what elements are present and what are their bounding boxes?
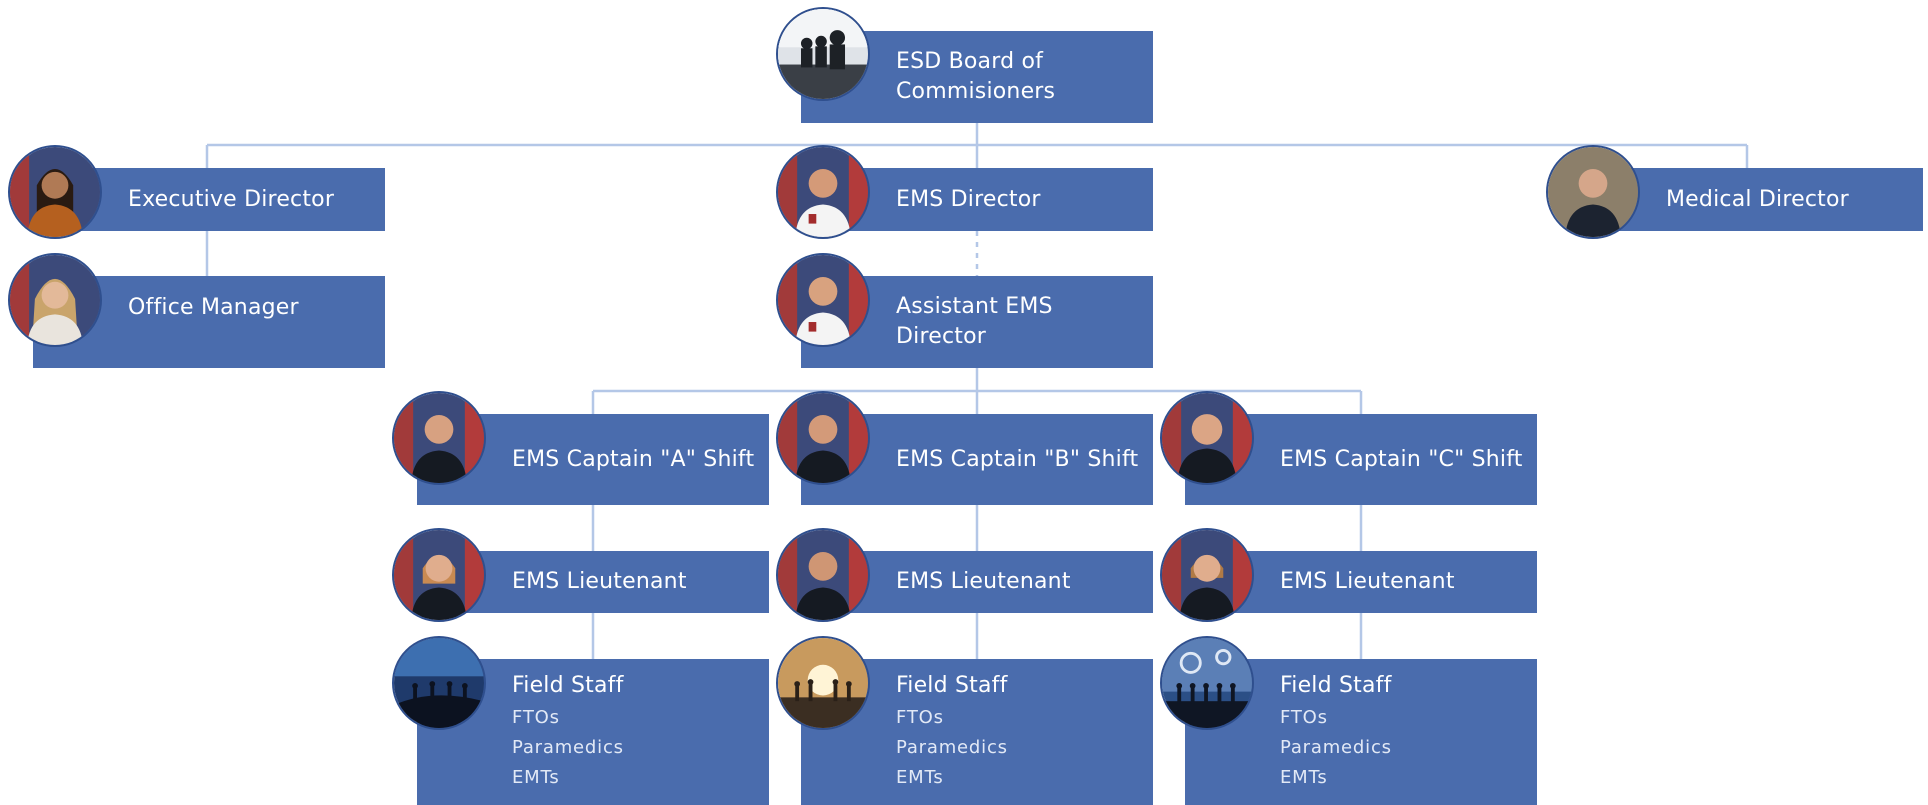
field-staff-a-photo <box>392 636 486 730</box>
field-staff-a-title: Field Staff <box>512 673 624 698</box>
medical-director-photo <box>1546 145 1640 239</box>
field-staff-c-title: Field Staff <box>1280 673 1392 698</box>
field-staff-b-role: Paramedics <box>896 737 1008 758</box>
lieutenant-c-title: EMS Lieutenant <box>1280 569 1455 594</box>
lieutenant-a-title: EMS Lieutenant <box>512 569 687 594</box>
lieutenant-b-title: EMS Lieutenant <box>896 569 1071 594</box>
field-staff-c-photo <box>1160 636 1254 730</box>
field-staff-c-role: EMTs <box>1280 767 1328 788</box>
assistant-ems-director-title: Assistant EMS Director <box>896 294 1053 349</box>
field-staff-a-role: Paramedics <box>512 737 624 758</box>
office-manager-title: Office Manager <box>128 294 299 320</box>
field-staff-b-role: FTOs <box>896 707 944 728</box>
captain-a-photo <box>392 391 486 485</box>
field-staff-a-role: EMTs <box>512 767 560 788</box>
executive-director-title: Executive Director <box>128 186 335 212</box>
captain-a-title: EMS Captain "A" Shift <box>512 446 755 472</box>
field-staff-c-role: Paramedics <box>1280 737 1392 758</box>
office-manager-photo <box>8 253 102 347</box>
ems-director-title: EMS Director <box>896 186 1041 212</box>
executive-director-photo <box>8 145 102 239</box>
captain-b-photo <box>776 391 870 485</box>
assistant-ems-director-photo <box>776 253 870 347</box>
lieutenant-c-photo <box>1160 528 1254 622</box>
lieutenant-b-photo <box>776 528 870 622</box>
captain-b-title: EMS Captain "B" Shift <box>896 446 1139 472</box>
captain-c-photo <box>1160 391 1254 485</box>
board-photo <box>776 7 870 101</box>
board-title: ESD Board of Commisioners <box>896 49 1056 104</box>
field-staff-b-role: EMTs <box>896 767 944 788</box>
captain-c-title: EMS Captain "C" Shift <box>1280 446 1523 472</box>
ems-director-photo <box>776 145 870 239</box>
field-staff-c-role: FTOs <box>1280 707 1328 728</box>
field-staff-a-role: FTOs <box>512 707 560 728</box>
field-staff-b-photo <box>776 636 870 730</box>
lieutenant-a-photo <box>392 528 486 622</box>
field-staff-b-title: Field Staff <box>896 673 1008 698</box>
medical-director-title: Medical Director <box>1666 186 1849 212</box>
